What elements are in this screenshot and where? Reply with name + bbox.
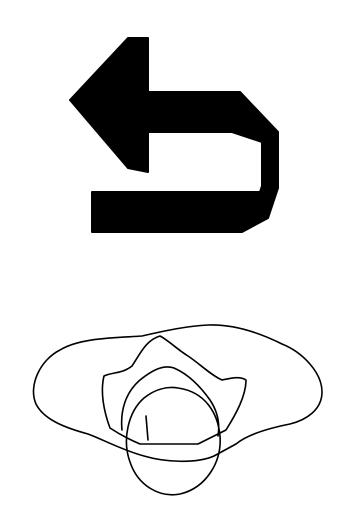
nose-line bbox=[146, 416, 148, 440]
head-outline bbox=[126, 387, 220, 494]
person-top-view-icon bbox=[33, 325, 322, 495]
return-arrow-icon bbox=[70, 38, 278, 232]
hair-outline bbox=[122, 367, 219, 436]
shoulders-outline bbox=[33, 325, 322, 461]
neck-outline bbox=[102, 336, 246, 444]
